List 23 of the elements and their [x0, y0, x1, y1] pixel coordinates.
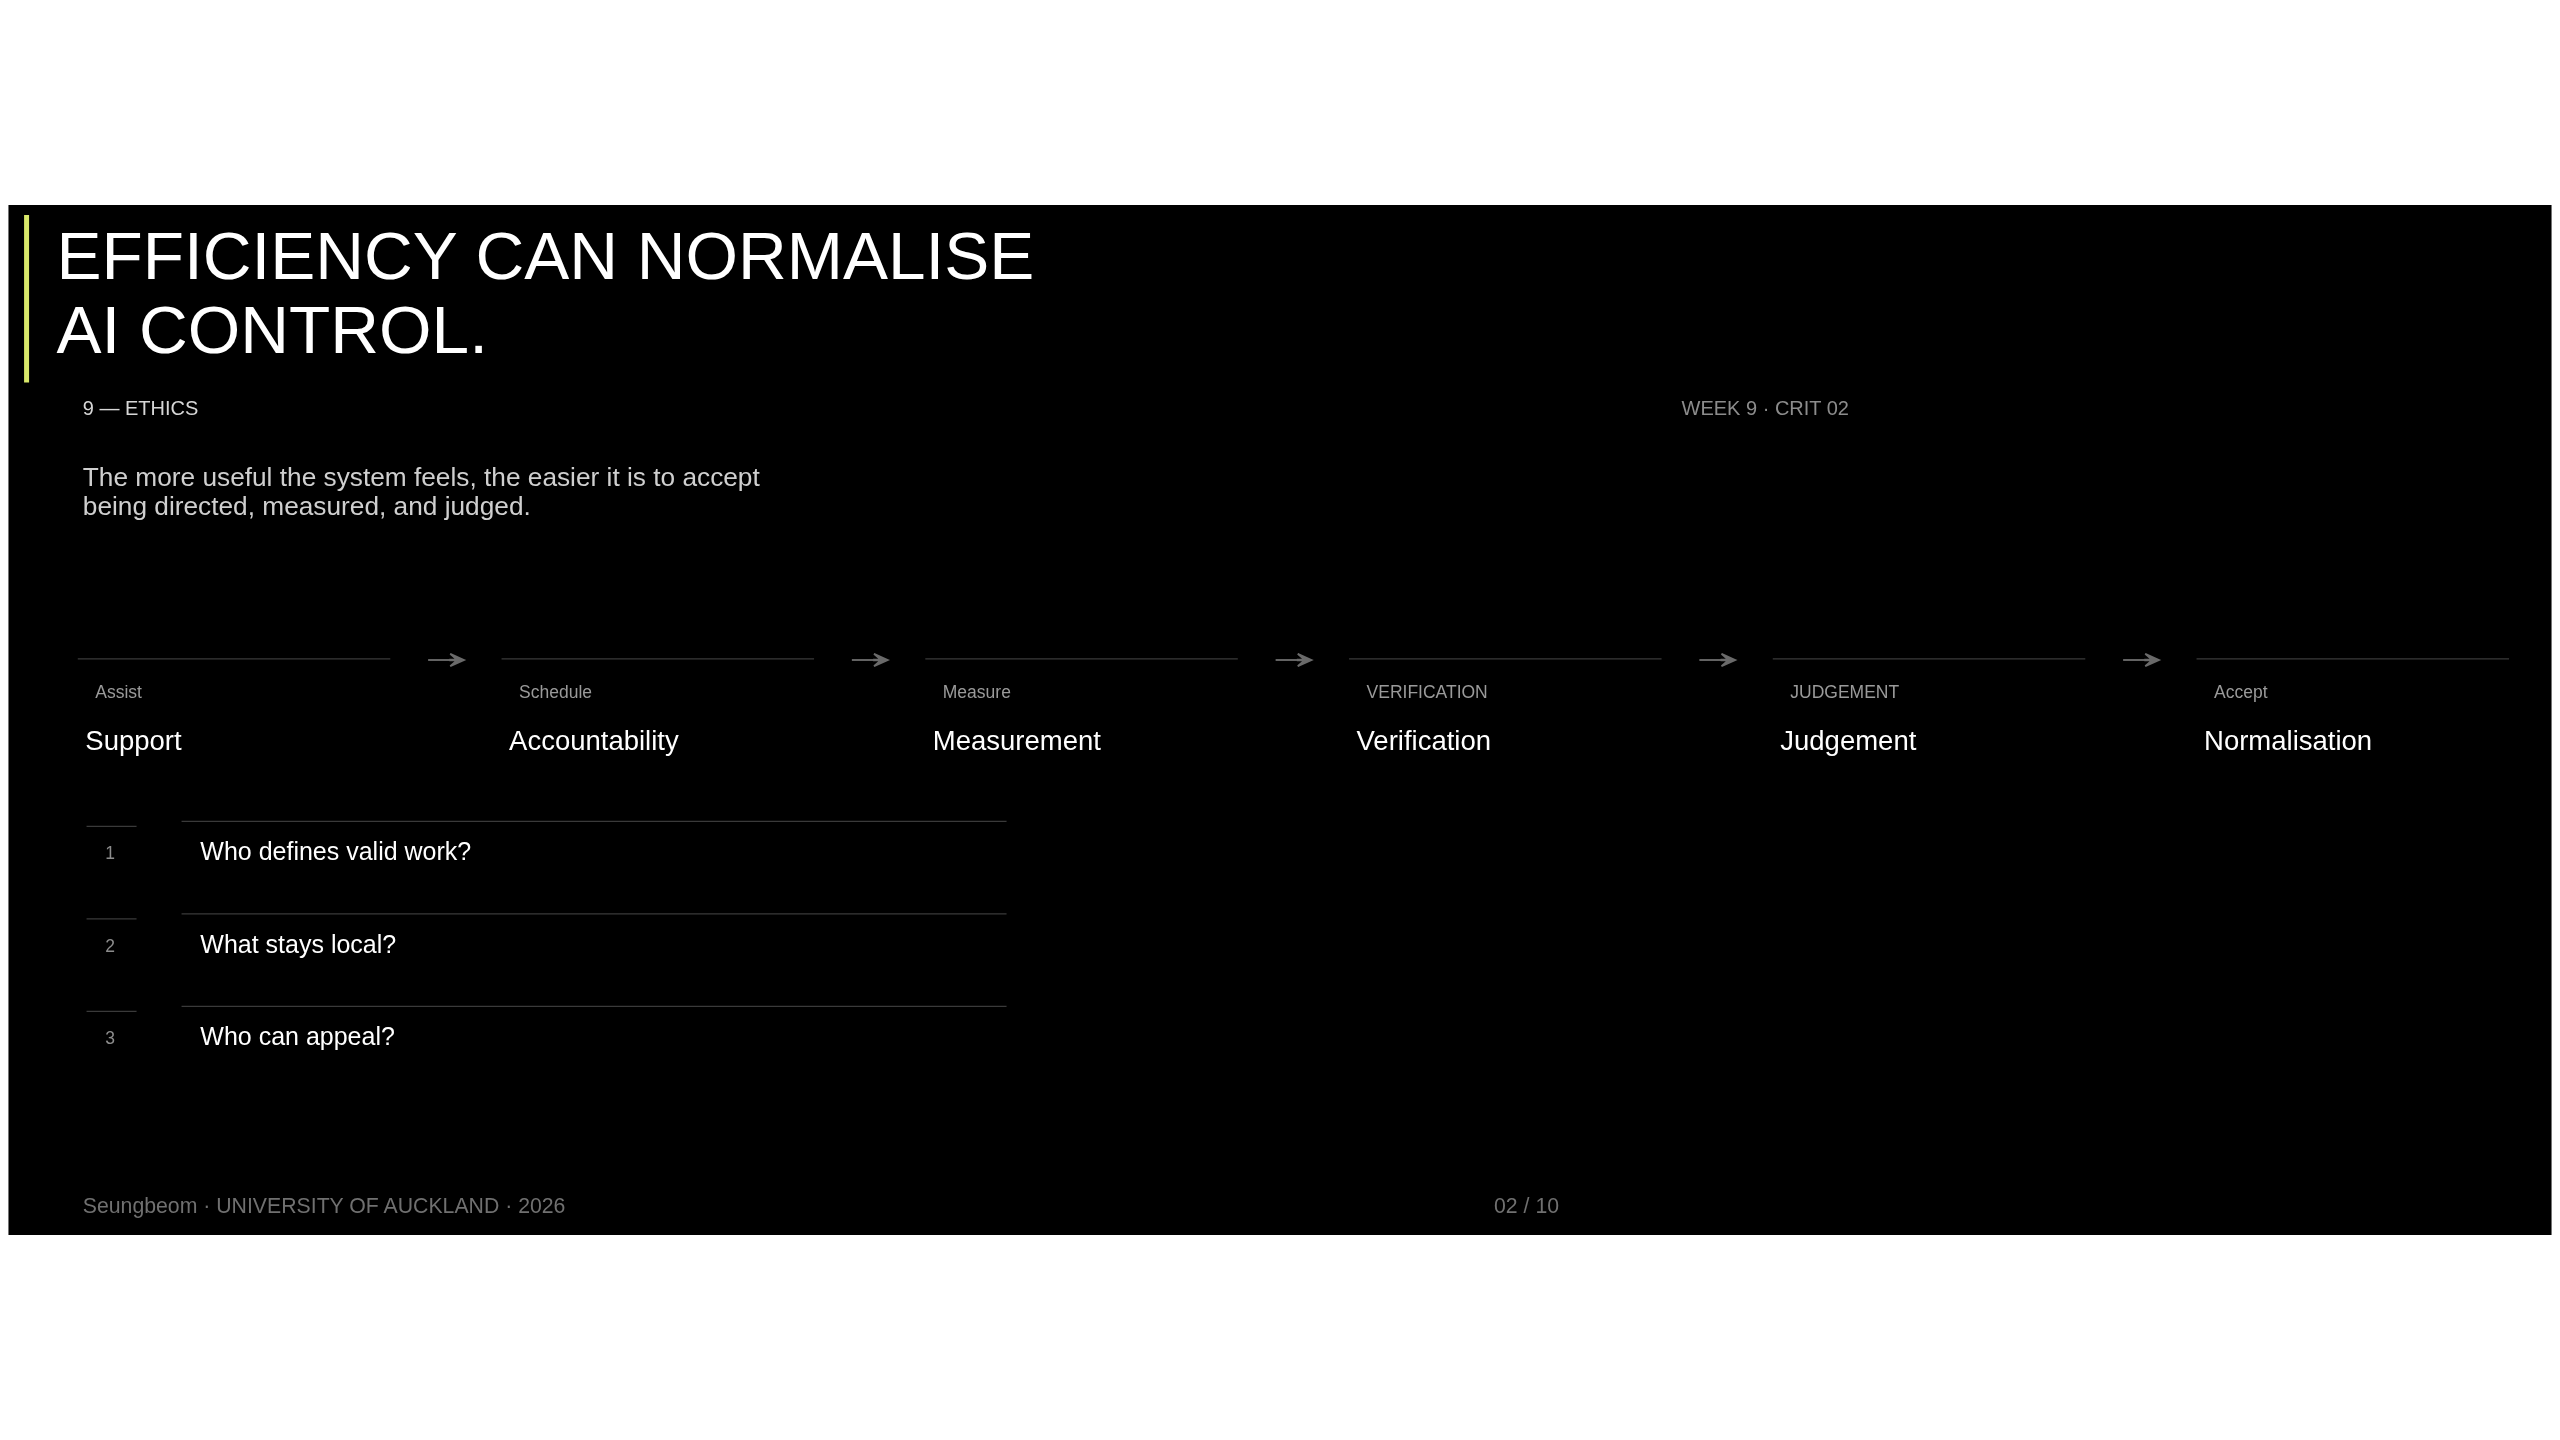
- label: Who can appeal?: [200, 1022, 395, 1050]
- diagram-title: EFFICIENCY CAN NORMALISE AI CONTROL.: [56, 218, 1035, 367]
- label: 1: [105, 843, 116, 863]
- arrow: [1698, 652, 1737, 668]
- node-text: Accept Normalisation: [2204, 681, 2373, 756]
- label: 2: [105, 935, 116, 956]
- node-text: Assist Support: [85, 681, 182, 756]
- node-text: Measure Measurement: [932, 681, 1101, 756]
- arrow: [427, 652, 465, 668]
- arrow: [2122, 652, 2160, 668]
- label: 02 / 10: [1494, 1194, 1560, 1219]
- label: Seungbeom · UNIVERSITY OF AUCKLAND · 2026: [82, 1194, 566, 1219]
- label: 3: [105, 1028, 116, 1048]
- label: What stays local?: [200, 929, 397, 958]
- node-text: VERIFICATION Verification: [1356, 681, 1492, 756]
- node-text: JUDGEMENT Judgement: [1780, 681, 1917, 756]
- label: 9 — ETHICS: [82, 396, 199, 419]
- label: Who defines valid work?: [200, 837, 472, 865]
- arrow: [1274, 652, 1313, 668]
- label: The more useful the system feels, the easier it is to accept being directed, measured, and judged.: [82, 462, 760, 521]
- arrow: [850, 652, 889, 668]
- label: WEEK 9 · CRIT 02: [1681, 396, 1849, 419]
- node-text: Schedule Accountability: [509, 681, 679, 756]
